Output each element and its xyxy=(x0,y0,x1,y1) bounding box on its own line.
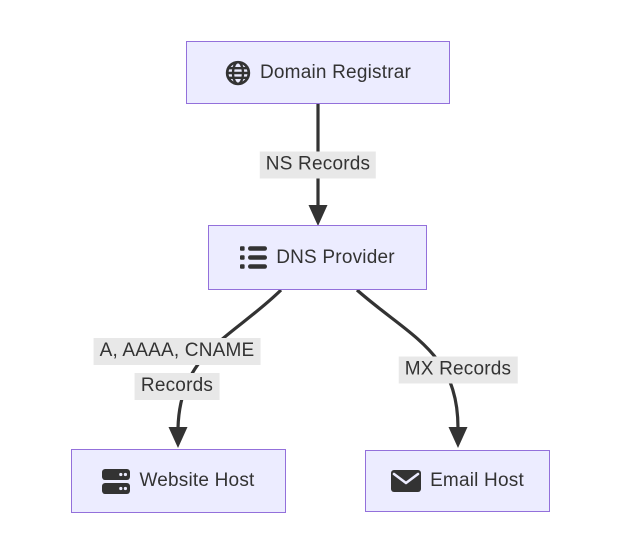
globe-icon xyxy=(225,60,251,86)
edge-label-ns-records: NS Records xyxy=(259,151,377,179)
edge-label-text: MX Records xyxy=(398,356,518,384)
node-domain-registrar: Domain Registrar xyxy=(186,41,450,104)
edge-label-text-line2: Records xyxy=(134,373,220,400)
arrowhead-ns xyxy=(308,205,328,226)
node-website-host: Website Host xyxy=(71,449,286,513)
edge-mx-records xyxy=(355,288,460,429)
node-label: Email Host xyxy=(430,470,524,491)
edge-label-mx-records: MX Records xyxy=(398,356,518,384)
node-label: Website Host xyxy=(139,470,255,491)
envelope-icon xyxy=(391,470,422,492)
node-label: Domain Registrar xyxy=(259,61,412,83)
edge-label-text-line1: A, AAAA, CNAME xyxy=(93,338,261,365)
arrowhead-email xyxy=(448,427,468,448)
node-email-host: Email Host xyxy=(365,450,550,512)
edge-label-a-aaaa-cname-records: A, AAAA, CNAME Records xyxy=(93,338,261,400)
node-label: DNS Provider xyxy=(276,246,395,268)
arrowhead-website xyxy=(168,427,188,448)
server-icon xyxy=(102,468,131,494)
edge-label-text: NS Records xyxy=(259,151,377,179)
list-icon xyxy=(240,246,268,269)
node-dns-provider: DNS Provider xyxy=(208,225,427,290)
